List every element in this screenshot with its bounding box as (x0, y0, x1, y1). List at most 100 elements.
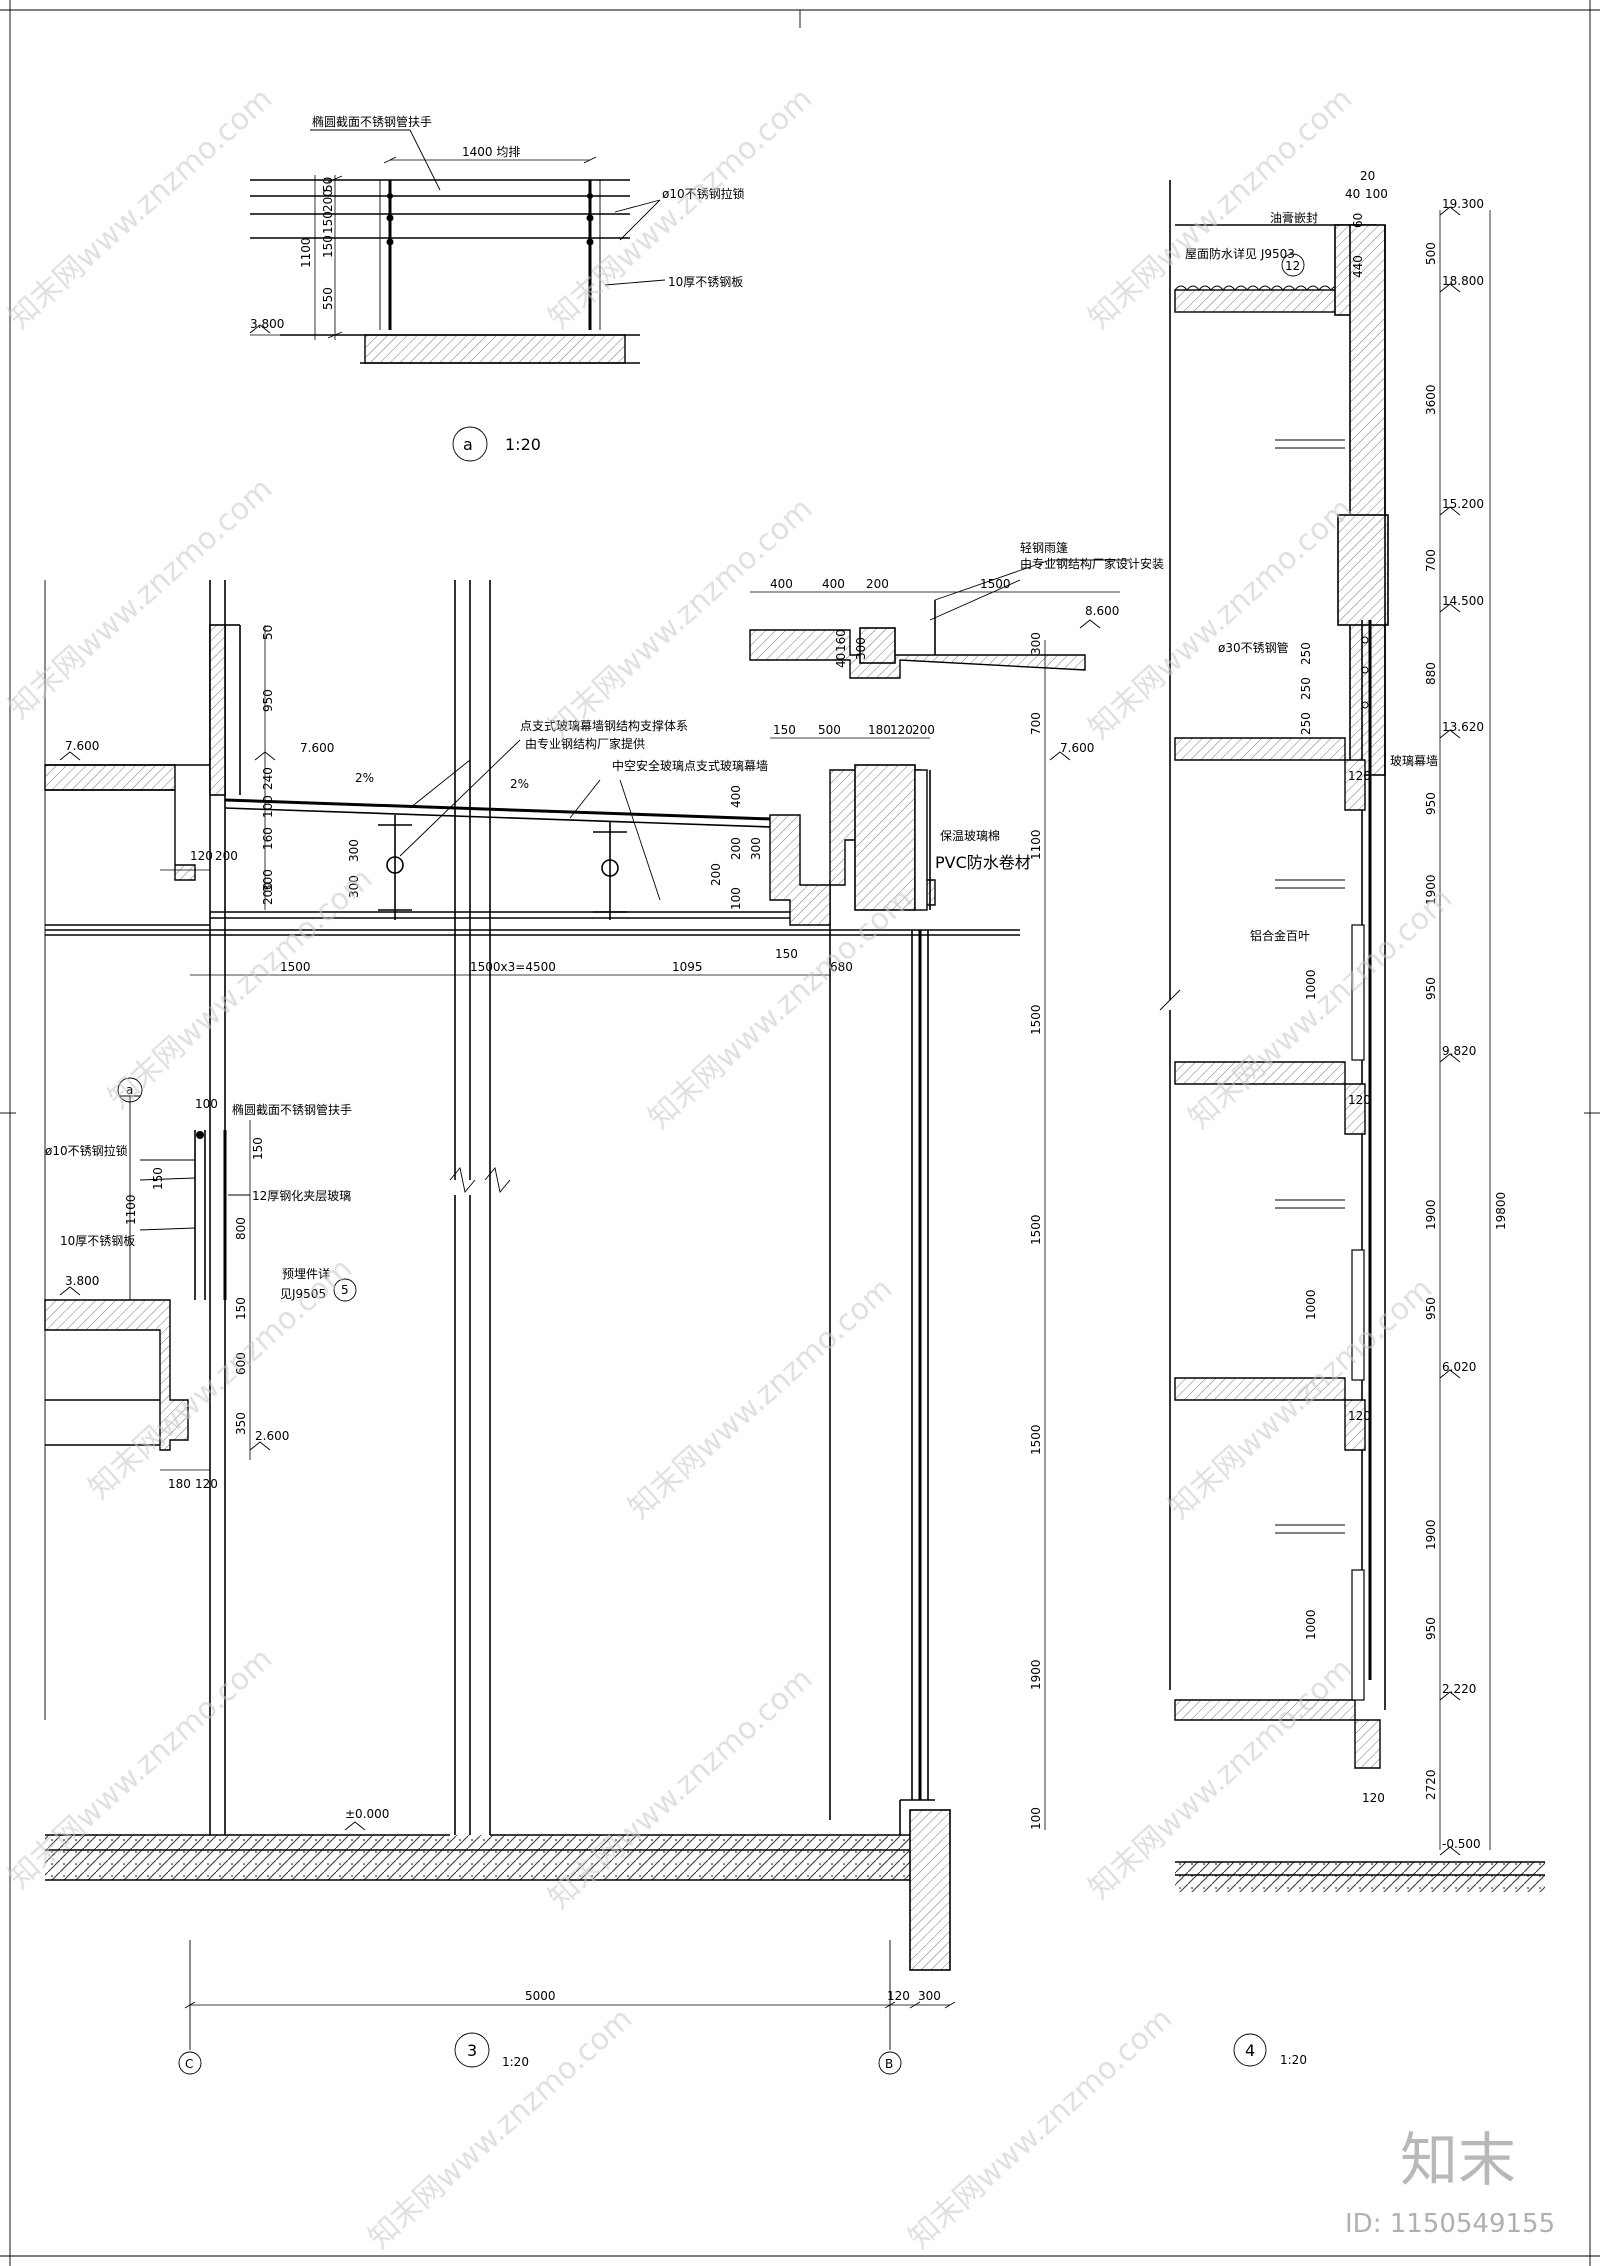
d3-dim-roof-8: 300 (347, 875, 361, 898)
d4-level-6: 6.020 (1442, 1360, 1476, 1374)
d4-level-7: 2.220 (1442, 1682, 1476, 1696)
d4-dim-louver-0: 1000 (1304, 969, 1318, 1000)
d3-note-insul: 保温玻璃棉 (940, 829, 1000, 843)
watermark-1: 知末网www.znzmo.com (2, 81, 279, 336)
watermark-9: 知末网www.znzmo.com (1182, 881, 1459, 1136)
d3-level-8600: 8.600 (1085, 604, 1119, 618)
d3-dim-roof-1: 950 (261, 689, 275, 712)
d4-dim-v-6: 950 (1424, 977, 1438, 1000)
d3-dim-roof-10: 200 (729, 837, 743, 860)
d3-dim-right-6: 1900 (1029, 1659, 1043, 1690)
d3-grid-left: C (185, 2057, 193, 2071)
d4-dim-v-1: 3600 (1424, 384, 1438, 415)
d3-dim-right-4: 1500 (1029, 1214, 1043, 1245)
d3-dim-right-2: 1100 (1029, 829, 1043, 860)
d3-dim-mid-2: 180 (868, 723, 891, 737)
d3-dim-roof-0: 50 (261, 625, 275, 640)
d3-callout-b: 5 (341, 1283, 349, 1297)
d4-note-roof: 屋面防水详见 J9503 (1185, 246, 1295, 261)
d4-dim-small-1: 250 (1299, 677, 1313, 700)
spider-support-1 (378, 815, 412, 920)
d3-dim-right-3: 1500 (1029, 1004, 1043, 1035)
detail-a-handrail-label: 椭圆截面不锈钢管扶手 (312, 114, 432, 129)
detail-a-level: 3.800 (250, 317, 284, 331)
d4-dim-120-2: 120 (1348, 1409, 1371, 1423)
d3-dim-top-3: 1500 (980, 577, 1011, 591)
d4-level-4: 13.620 (1442, 720, 1484, 734)
d3-scale: 1:20 (502, 2055, 529, 2069)
detail-a-dim-150b: 150 (321, 211, 335, 234)
d3-note-canopy-2: 由专业钢结构厂家设计安装 (1020, 556, 1164, 571)
d3-dim-roof-3: 100 (261, 795, 275, 818)
d3-note-glass12: 12厚钢化夹层玻璃 (252, 1189, 351, 1203)
watermark-7: 知末网www.znzmo.com (102, 861, 379, 1116)
d3-dim-roof-12: 200 (709, 863, 723, 886)
d4-dim-v-9: 1900 (1424, 1519, 1438, 1550)
d3-dim-bottom-2: 300 (918, 1989, 941, 2003)
detail-a-rod-label: ø10不锈钢拉锁 (662, 186, 745, 201)
watermark-layer: 知末网www.znzmo.com 知末网www.znzmo.com 知末网www… (2, 81, 1459, 2256)
d3-dim-bottom-0: 5000 (525, 1989, 556, 2003)
d3-dim-bottom-1: 120 (887, 1989, 910, 2003)
detail-a-railing (249, 129, 666, 462)
d4-level-8: -0.500 (1442, 1837, 1481, 1851)
d4-dim-small-0: 250 (1299, 642, 1313, 665)
d3-note-embed: 预埋件详 (282, 1266, 330, 1281)
d4-level-3: 14.500 (1442, 594, 1484, 608)
d3-note-rod: ø10不锈钢拉锁 (45, 1143, 128, 1158)
d4-dim-v-2: 700 (1424, 549, 1438, 572)
d3-dim-left-1: 120 (195, 1477, 218, 1491)
d4-dim-louver-2: 1000 (1304, 1609, 1318, 1640)
detail-a-dim-550: 550 (321, 287, 335, 310)
d3-dim-h-4: 150 (775, 947, 798, 961)
d3-dim-roof-13: 100 (729, 887, 743, 910)
d4-level-0: 19.300 (1442, 197, 1484, 211)
detail-a-scale: 1:20 (505, 435, 541, 454)
d3-level-3800: 3.800 (65, 1274, 99, 1288)
d4-level-2: 15.200 (1442, 497, 1484, 511)
detail-3-section (44, 559, 1130, 2075)
d3-level-7600-c: 7.600 (1060, 741, 1094, 755)
spider-support-2 (593, 822, 627, 920)
d3-dim-roof-5: 300 (261, 869, 275, 892)
d4-level-5: 9.820 (1442, 1044, 1476, 1058)
watermark-6: 知末网www.znzmo.com (1082, 491, 1359, 746)
d4-callout-num: 12 (1285, 259, 1300, 273)
d4-top-dim-1: 40 (1345, 187, 1360, 201)
d3-note-handrail: 椭圆截面不锈钢管扶手 (232, 1102, 352, 1117)
d3-dim-top-2: 200 (866, 577, 889, 591)
d3-note-embed-ref: 见J9505 (280, 1287, 326, 1301)
d3-dim-top-0: 400 (770, 577, 793, 591)
d3-dim-roof-9: 400 (729, 785, 743, 808)
d4-dim-v-10: 950 (1424, 1617, 1438, 1640)
d3-slope-b: 2% (510, 777, 529, 791)
d3-note-plate: 10厚不锈钢板 (60, 1234, 135, 1248)
d3-dim-h-0: 1500 (280, 960, 311, 974)
d3-dim-stair-2: 150 (151, 1167, 165, 1190)
watermark-8: 知末网www.znzmo.com (642, 881, 919, 1136)
d3-dim-roof-4: 160 (261, 827, 275, 850)
watermark-2: 知末网www.znzmo.com (542, 81, 819, 336)
d3-dim-left-0: 180 (168, 1477, 191, 1491)
detail-a-dim-150a: 150 (321, 235, 335, 258)
d4-dim-v-8: 950 (1424, 1297, 1438, 1320)
d4-dim-louver-1: 1000 (1304, 1289, 1318, 1320)
watermark-10: 知末网www.znzmo.com (82, 1251, 359, 1506)
watermark-4: 知末网www.znzmo.com (2, 471, 279, 726)
d4-dim-120-1: 120 (1348, 1093, 1371, 1107)
d3-dim-mid-0: 150 (773, 723, 796, 737)
d4-dim-120-0: 120 (1348, 769, 1371, 783)
d3-dim-mid-1: 500 (818, 723, 841, 737)
d4-top-dim-0: 20 (1360, 169, 1375, 183)
watermark-17: 知末网www.znzmo.com (902, 2001, 1179, 2256)
d3-dim-stair-5: 150 (234, 1297, 248, 1320)
d3-dim-mid-4: 200 (912, 723, 935, 737)
d3-level-2600: 2.600 (255, 1429, 289, 1443)
d4-mark: 4 (1245, 2041, 1255, 2060)
d3-slope-a: 2% (355, 771, 374, 785)
d4-dim-v-12: 19800 (1494, 1192, 1508, 1230)
d4-top-dim-2: 100 (1365, 187, 1388, 201)
d3-dim-right-1: 700 (1029, 712, 1043, 735)
d3-dim-h-3: 680 (830, 960, 853, 974)
